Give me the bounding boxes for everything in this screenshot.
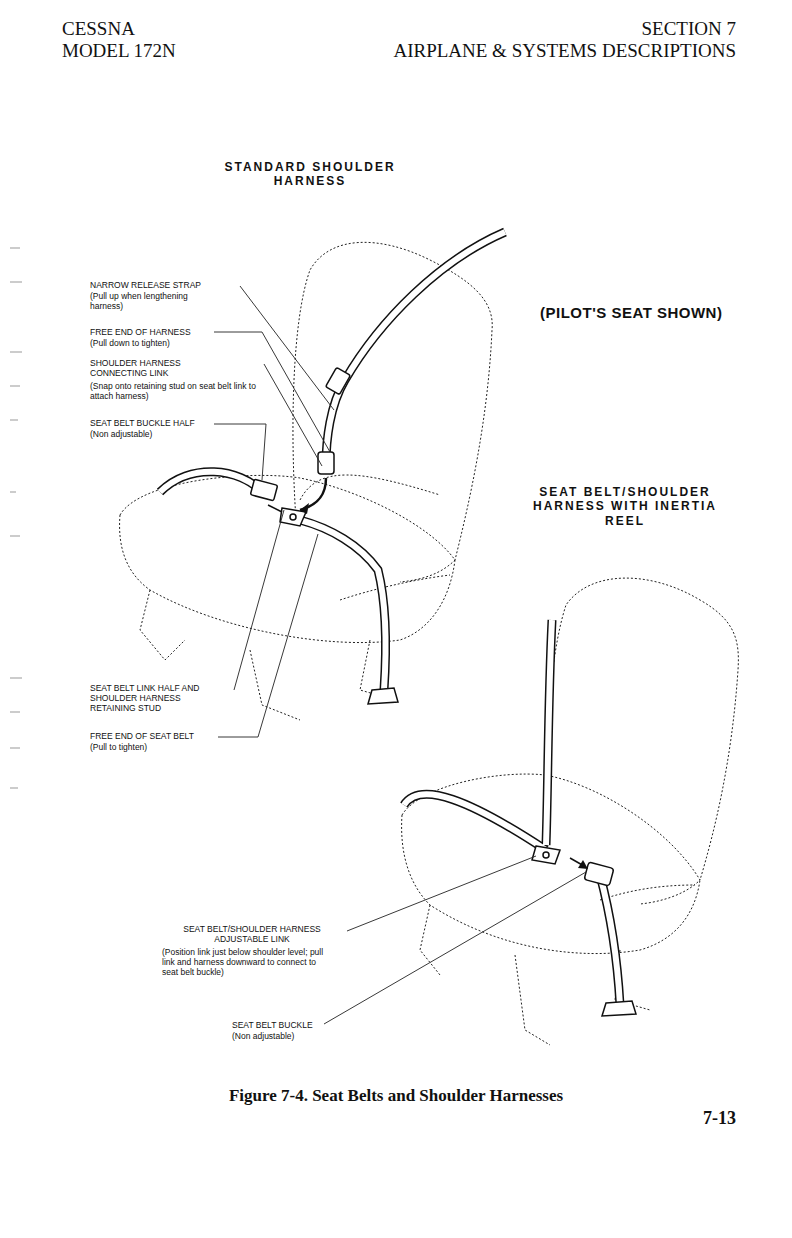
lower-strap-fill	[404, 620, 620, 1005]
header-text: SECTION 7	[436, 18, 736, 41]
callout-label: NARROW RELEASE STRAP	[90, 280, 240, 290]
header-text: AIRPLANE & SYSTEMS DESCRIPTIONS	[336, 40, 736, 63]
label-text: SHOULDER HARNESS CONNECTING LINK	[90, 358, 181, 378]
connect-arrow-head	[578, 860, 588, 869]
label-text: (PILOT'S SEAT SHOWN)	[540, 304, 722, 321]
callout-label: SEAT BELT LINK HALF AND SHOULDER HARNESS…	[90, 683, 214, 714]
label-text: FREE END OF SEAT BELT	[90, 731, 194, 741]
callout-label: SEAT BELT BUCKLE HALF	[90, 418, 220, 428]
label-text: SEAT BELT/SHOULDER HARNESS WITH INERTIA …	[533, 485, 717, 528]
callout-note: (Non adjustable)	[232, 1031, 362, 1041]
view-title: SEAT BELT/SHOULDER HARNESS WITH INERTIA …	[515, 485, 735, 528]
label-text: SEAT BELT LINK HALF AND SHOULDER HARNESS…	[90, 683, 199, 713]
callout-label: SHOULDER HARNESS CONNECTING LINK	[90, 358, 240, 378]
view-note: (PILOT'S SEAT SHOWN)	[540, 304, 770, 322]
attach-arrow-small	[268, 505, 282, 512]
callout-label: FREE END OF HARNESS	[90, 327, 220, 337]
callout-label: SEAT BELT/SHOULDER HARNESS ADJUSTABLE LI…	[162, 924, 342, 944]
margin-ticks	[10, 248, 22, 788]
label-text: (Pull down to tighten)	[90, 338, 170, 348]
label-text: FREE END OF HARNESS	[90, 327, 191, 337]
callout-note: (Pull up when lengthening harness)	[90, 291, 215, 311]
header-text: MODEL 172N	[62, 40, 262, 63]
view-title: STANDARD SHOULDER HARNESS	[210, 160, 410, 189]
label-text: (Non adjustable)	[232, 1031, 294, 1041]
lower-hardware	[532, 846, 636, 1016]
callout-note: (Pull down to tighten)	[90, 338, 220, 348]
label-text: STANDARD SHOULDER HARNESS	[224, 160, 395, 188]
upper-seat	[120, 242, 493, 720]
figure-caption: Figure 7-4. Seat Belts and Shoulder Harn…	[96, 1086, 696, 1106]
upper-straps	[160, 232, 505, 690]
label-text: (Snap onto retaining stud on seat belt l…	[90, 381, 256, 401]
lower-straps	[404, 620, 620, 1005]
callout-note: (Position link just below shoulder level…	[162, 947, 334, 978]
label-text: 7-13	[703, 1108, 736, 1128]
label-text: MODEL 172N	[62, 40, 176, 61]
label-text: SEAT BELT BUCKLE	[232, 1020, 313, 1030]
page-number: 7-13	[636, 1108, 736, 1130]
callout-label: SEAT BELT BUCKLE	[232, 1020, 362, 1030]
label-text: (Position link just below shoulder level…	[162, 947, 323, 977]
label-text: NARROW RELEASE STRAP	[90, 280, 201, 290]
attach-arrow-head	[300, 503, 309, 514]
attach-arrow	[300, 478, 326, 510]
label-text: CESSNA	[62, 18, 135, 39]
callout-note: (Pull to tighten)	[90, 742, 220, 752]
label-text: SEAT BELT BUCKLE HALF	[90, 418, 195, 428]
label-text: (Pull to tighten)	[90, 742, 147, 752]
callout-note: (Non adjustable)	[90, 429, 220, 439]
label-text: AIRPLANE & SYSTEMS DESCRIPTIONS	[393, 40, 736, 61]
callout-note: (Snap onto retaining stud on seat belt l…	[90, 381, 265, 401]
label-text: (Non adjustable)	[90, 429, 152, 439]
callout-label: FREE END OF SEAT BELT	[90, 731, 220, 741]
header-text: CESSNA	[62, 18, 262, 41]
label-text: SEAT BELT/SHOULDER HARNESS ADJUSTABLE LI…	[183, 924, 320, 944]
upper-hardware	[250, 367, 398, 704]
label-text: SECTION 7	[642, 18, 736, 39]
leader-lines	[214, 286, 586, 1024]
label-text: (Pull up when lengthening harness)	[90, 291, 188, 311]
upper-strap-fill	[160, 232, 505, 690]
lower-seat	[402, 578, 739, 1045]
